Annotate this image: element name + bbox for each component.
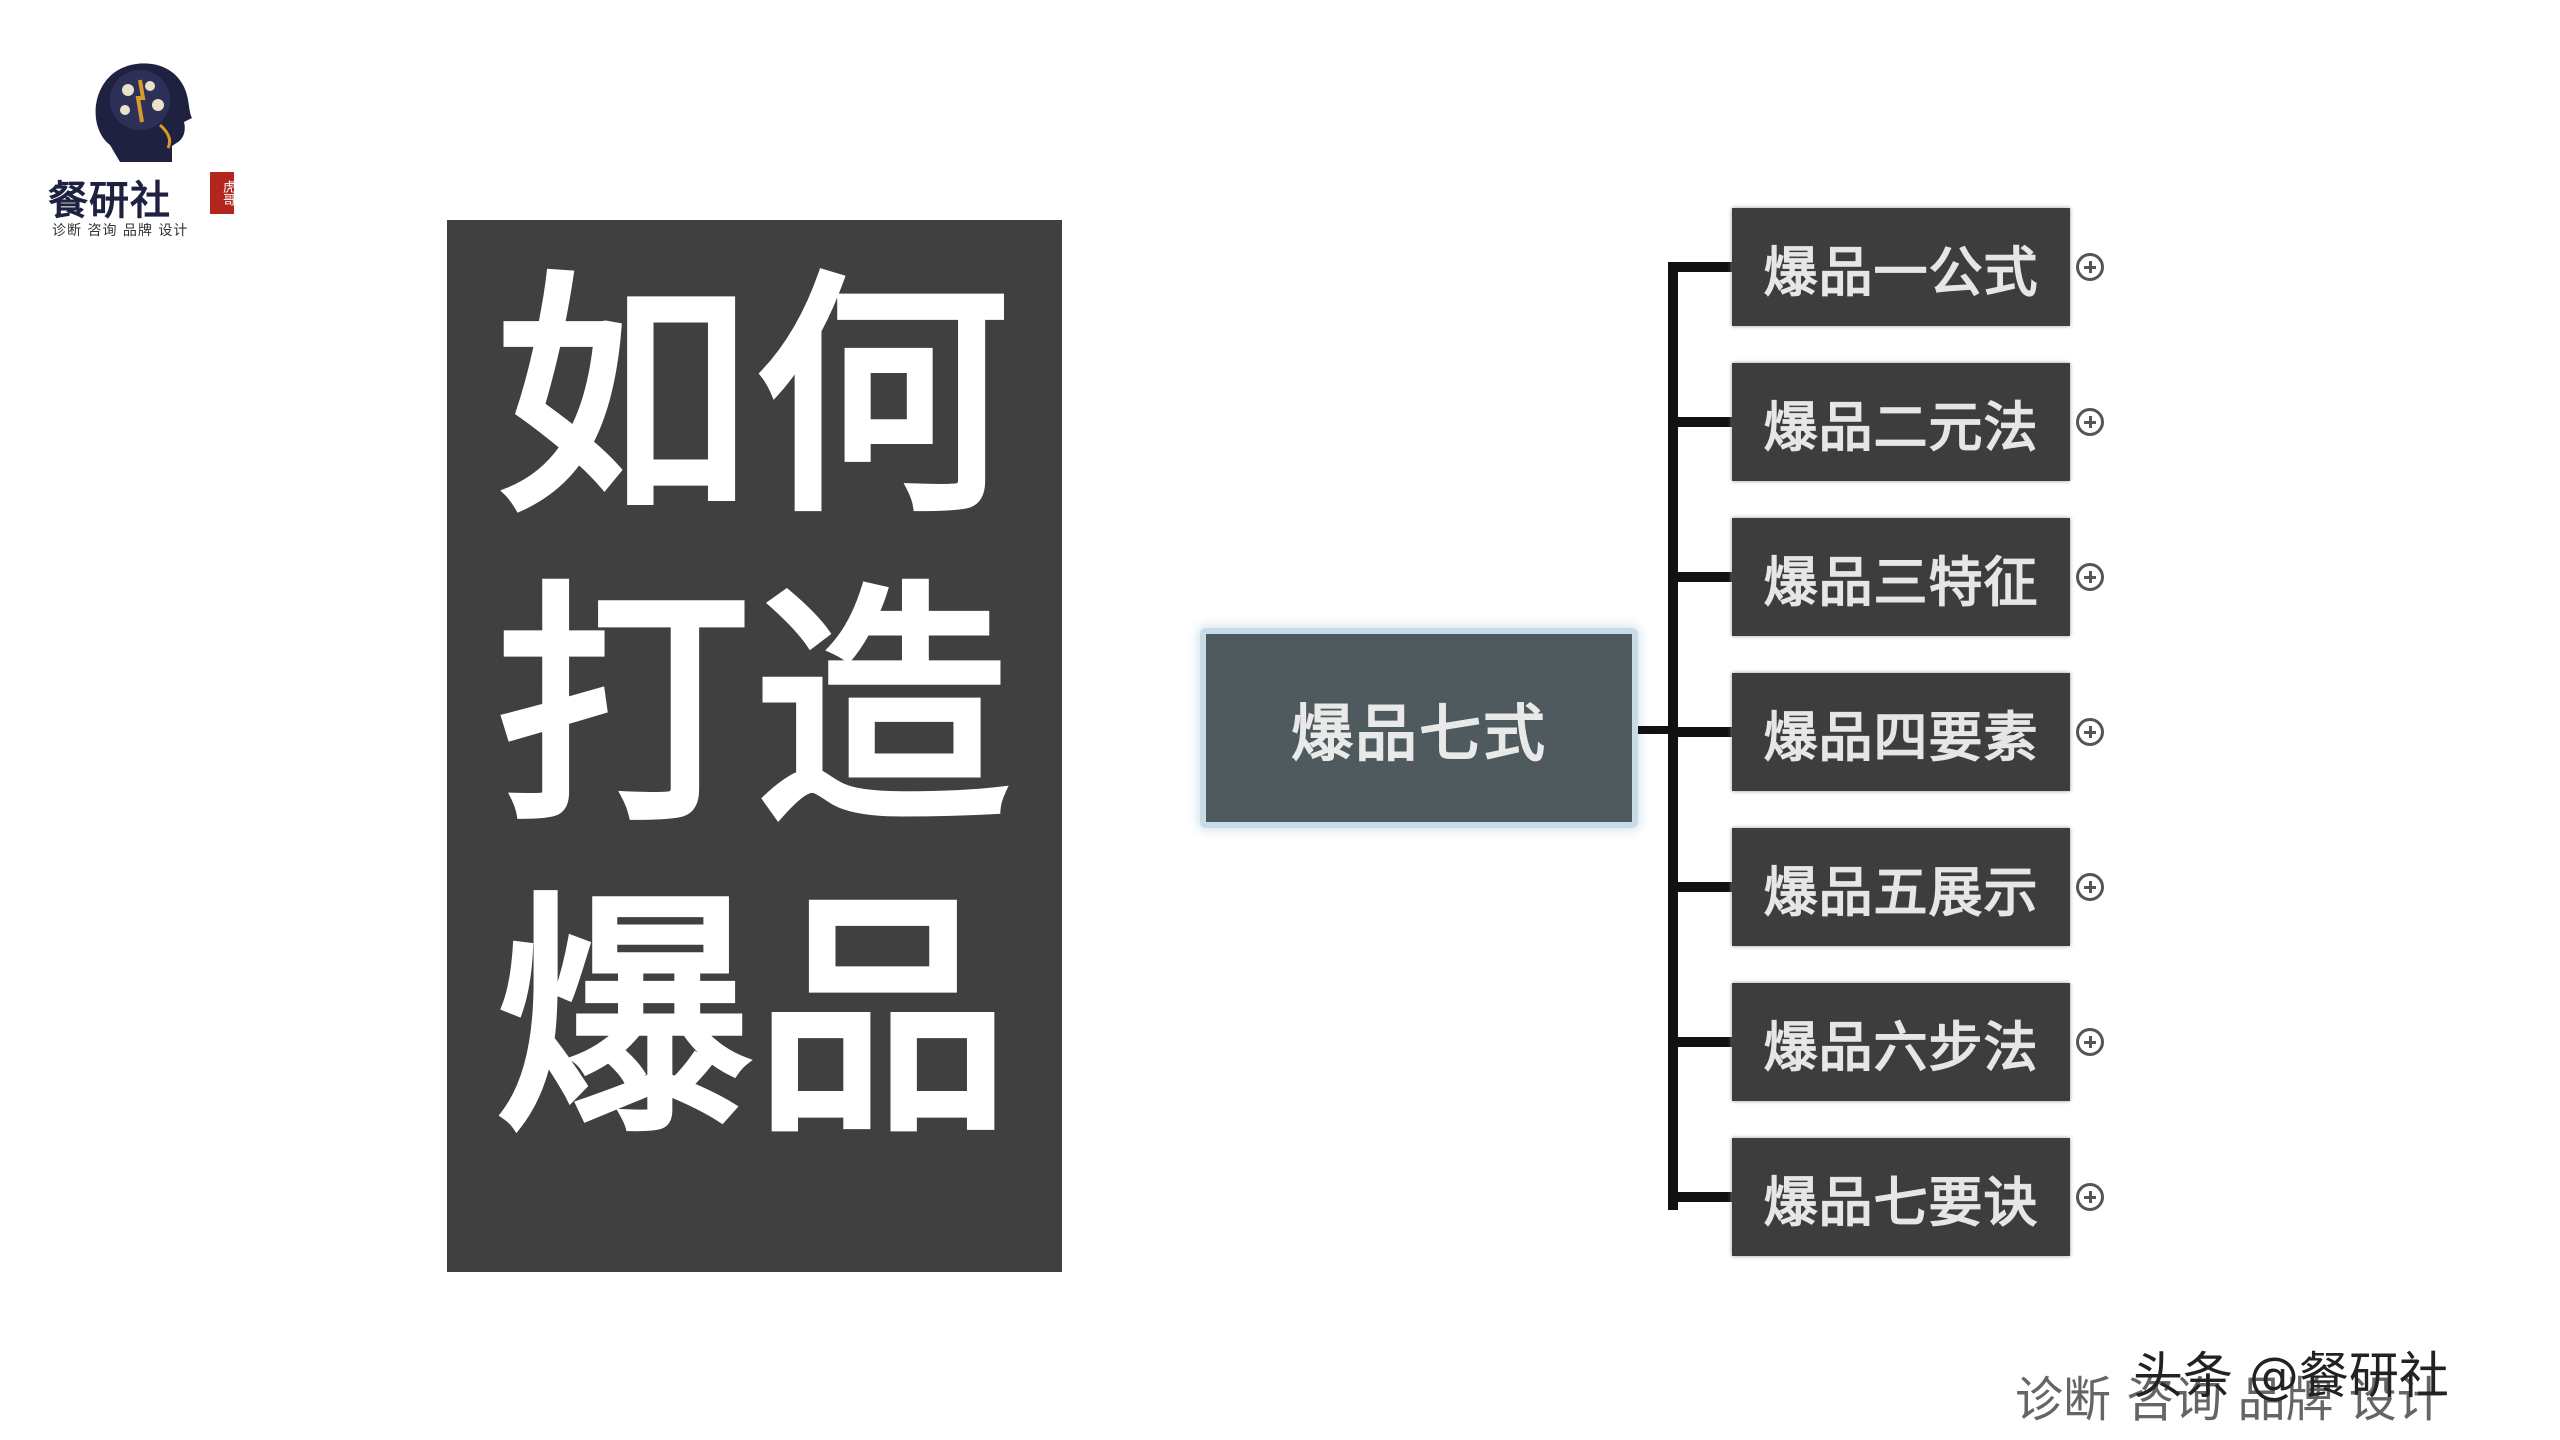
title-line-1: 如何: [495, 251, 1014, 548]
expand-plus-icon[interactable]: [2076, 1183, 2104, 1211]
mindmap-child-node[interactable]: 爆品六步法: [1732, 983, 2070, 1101]
expand-plus-icon[interactable]: [2076, 253, 2104, 281]
brand-logo: 餐研社 虎哥 诊断 咨询 品牌 设计: [40, 50, 235, 240]
expand-plus-icon[interactable]: [2076, 1028, 2104, 1056]
logo-brand-text: 餐研社: [48, 178, 171, 224]
mindmap-child-node[interactable]: 爆品四要素: [1732, 673, 2070, 791]
logo-tagline: 诊断 咨询 品牌 设计: [52, 223, 189, 239]
title-block: 如何 打造 爆品: [447, 220, 1062, 1272]
expand-plus-icon[interactable]: [2076, 408, 2104, 436]
branch-line: [1668, 262, 1734, 272]
mindmap-child-node[interactable]: 爆品五展示: [1732, 828, 2070, 946]
expand-plus-icon[interactable]: [2076, 718, 2104, 746]
expand-plus-icon[interactable]: [2076, 873, 2104, 901]
title-line-2: 打造: [495, 561, 1014, 858]
mindmap-root-node[interactable]: 爆品七式: [1200, 628, 1638, 828]
watermark-main: 头条 @餐研社: [2133, 1347, 2449, 1405]
mindmap-child-node[interactable]: 爆品三特征: [1732, 518, 2070, 636]
mindmap-child-node[interactable]: 爆品二元法: [1732, 363, 2070, 481]
branch-line: [1668, 882, 1734, 892]
logo-seal: 虎哥: [210, 172, 235, 214]
branch-line: [1668, 1037, 1734, 1047]
branch-line: [1668, 1192, 1734, 1202]
expand-plus-icon[interactable]: [2076, 563, 2104, 591]
mindmap-child-node[interactable]: 爆品一公式: [1732, 208, 2070, 326]
branch-line: [1668, 572, 1734, 582]
mindmap-child-node[interactable]: 爆品七要诀: [1732, 1138, 2070, 1256]
title-line-3: 爆品: [495, 871, 1014, 1168]
root-connector-line: [1638, 726, 1676, 734]
branch-line: [1668, 727, 1734, 737]
branch-line: [1668, 417, 1734, 427]
head-logo-icon: [95, 63, 192, 162]
watermark: 诊断 咨询 品牌 设计 头条 @餐研社: [2015, 1347, 2449, 1428]
watermark-sub: 诊断 咨询 品牌 设计: [2015, 1372, 2445, 1428]
